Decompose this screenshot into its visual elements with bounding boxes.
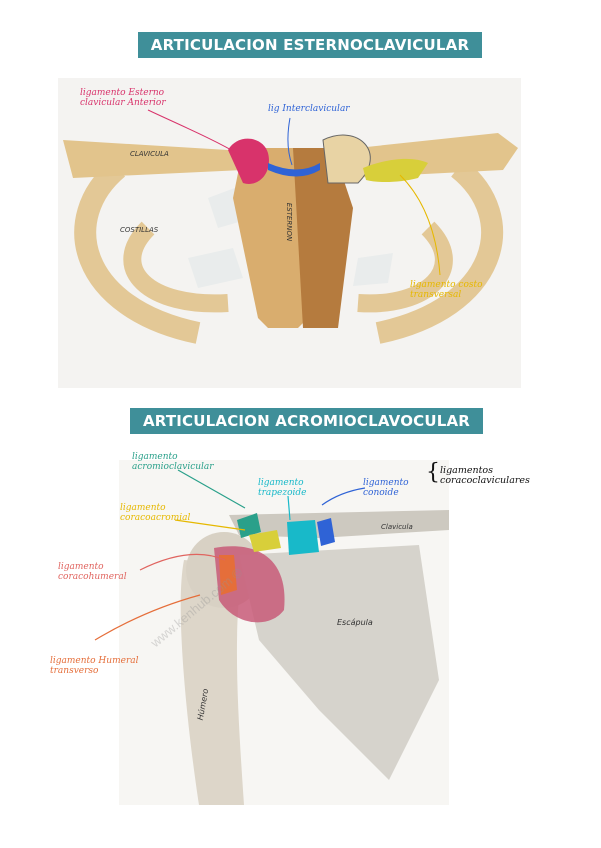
label-lig-esternoclavicular-anterior: ligamento Esterno clavicular Anterior xyxy=(80,88,175,108)
label-clavicula-1: CLAVICULA xyxy=(130,150,169,158)
section-title-esternoclavicular: ARTICULACION ESTERNOCLAVICULAR xyxy=(138,32,482,58)
label-lig-humeral-transverso: ligamento Humeral transverso xyxy=(50,656,145,676)
section-title-acromioclavicular: ARTICULACION ACROMIOCLAVOCULAR xyxy=(130,408,483,434)
label-lig-coracoacromial: ligamento coracoacromial xyxy=(120,503,200,523)
label-lig-interclavicular: lig Interclavicular xyxy=(268,104,350,114)
sternoclavicular-illustration: CLAVICULA COSTILLAS ESTERNON xyxy=(58,78,521,388)
label-esternon: ESTERNON xyxy=(285,203,293,241)
label-lig-acromioclavicular: ligamento acromioclavicular xyxy=(132,452,227,472)
label-ligamentos-coracoclaviculares: ligamentos coracoclaviculares xyxy=(440,466,555,486)
label-costillas: COSTILLAS xyxy=(120,226,158,234)
label-lig-trapezoide: ligamento trapezoide xyxy=(258,478,318,498)
label-lig-costoclavicular: ligamento costo transversal xyxy=(410,280,510,300)
label-lig-coracohumeral: ligamento coracohumeral xyxy=(58,562,153,582)
label-escapula: Escápula xyxy=(337,618,373,627)
brace-icon: { xyxy=(426,460,440,485)
label-lig-conoide: ligamento conoide xyxy=(363,478,418,498)
label-clavicula-2: Clavicula xyxy=(381,523,413,531)
